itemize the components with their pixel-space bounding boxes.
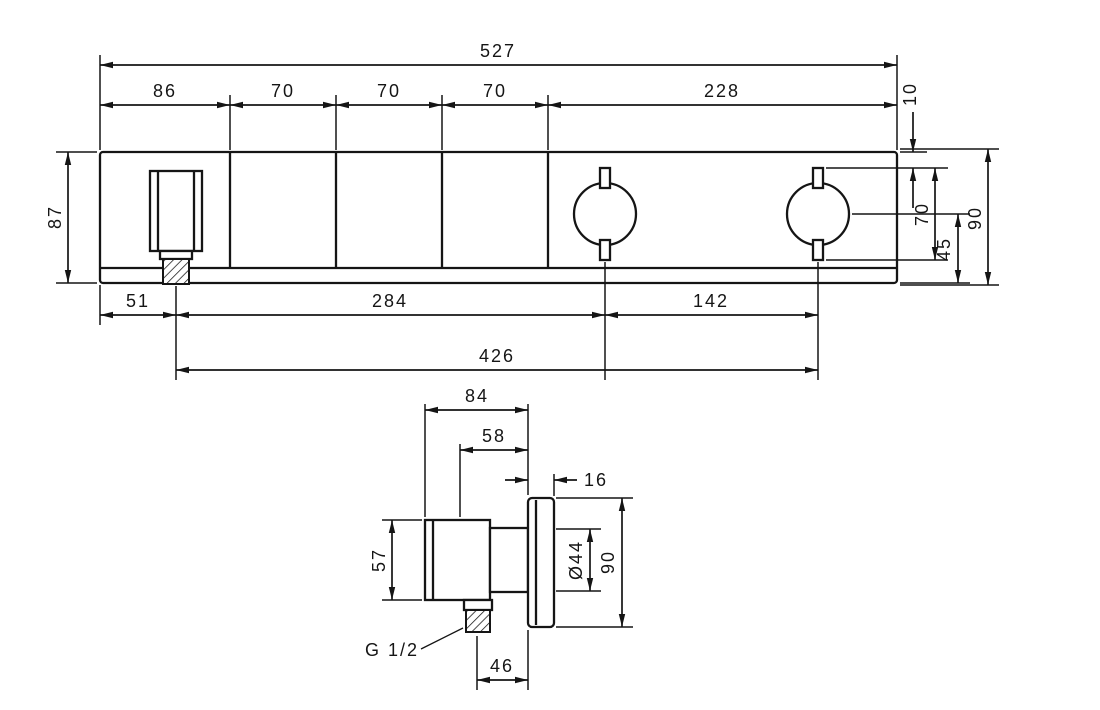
dim-label-center-to-bottom: 45 bbox=[934, 237, 954, 261]
wall-plate bbox=[526, 496, 556, 629]
handle-right-tab-bottom bbox=[811, 238, 825, 262]
side-spout bbox=[462, 598, 494, 633]
dim-bottom-row: 51 284 142 426 bbox=[99, 262, 819, 380]
dim-label-handle-to-handle: 142 bbox=[693, 291, 729, 311]
dim-total-depth: 84 bbox=[424, 386, 529, 517]
dim-edge-to-handle-top: 10 bbox=[826, 82, 948, 208]
handle-left-tab-bottom bbox=[598, 238, 612, 262]
dim-spout-to-wall: 46 bbox=[476, 630, 529, 690]
side-spout-neck bbox=[462, 598, 494, 612]
aerator-hatch bbox=[162, 258, 190, 285]
front-view: 527 86 70 70 70 228 87 bbox=[45, 41, 999, 380]
dim-label-spout-to-handle: 284 bbox=[372, 291, 408, 311]
dim-label-handle-diameter: Ø44 bbox=[566, 540, 586, 580]
dim-label-overall-height: 90 bbox=[965, 206, 985, 230]
dim-label-plate-height: 90 bbox=[598, 550, 618, 574]
spout-neck bbox=[158, 249, 194, 261]
panel-face bbox=[98, 150, 899, 285]
dim-label-total-depth: 84 bbox=[465, 386, 489, 406]
handle-right bbox=[785, 166, 851, 262]
dim-label-plate-thickness: 16 bbox=[584, 470, 608, 490]
handle-left-knob bbox=[572, 181, 638, 247]
handle-left bbox=[572, 166, 638, 262]
handle-right-knob bbox=[785, 181, 851, 247]
dim-label-spout-to-wall: 46 bbox=[490, 656, 514, 676]
dim-body-height: 57 bbox=[369, 519, 422, 601]
dim-segment-row: 86 70 70 70 228 bbox=[100, 81, 897, 150]
valve-connector bbox=[488, 526, 530, 594]
dim-label-seg-2: 70 bbox=[271, 81, 295, 101]
dim-overall-height: 90 bbox=[900, 148, 999, 286]
wall-plate-profile bbox=[526, 496, 556, 629]
thread-callout: G 1/2 bbox=[365, 627, 464, 660]
side-aerator-hatch bbox=[465, 609, 491, 633]
dim-label-seg-3: 70 bbox=[377, 81, 401, 101]
dim-label-spout-to-last-handle: 426 bbox=[479, 346, 515, 366]
dim-body-depth: 58 bbox=[459, 426, 528, 517]
handle-left-tab-top bbox=[598, 166, 612, 190]
dim-label-seg-1: 86 bbox=[153, 81, 177, 101]
dim-center-to-bottom: 45 bbox=[852, 213, 970, 284]
dim-panel-height: 87 bbox=[45, 151, 97, 284]
handle-right-tab-top bbox=[811, 166, 825, 190]
dim-label-total-width: 527 bbox=[480, 41, 516, 61]
dim-handle-diameter: Ø44 bbox=[556, 528, 601, 592]
dim-label-seg-4: 70 bbox=[483, 81, 507, 101]
dim-label-body-height: 57 bbox=[369, 548, 389, 572]
panel-outline bbox=[98, 150, 899, 285]
dim-plate-height: 90 bbox=[556, 497, 633, 628]
dim-label-edge-to-spout: 51 bbox=[126, 291, 150, 311]
dim-plate-thickness: 16 bbox=[505, 470, 608, 496]
valve-body bbox=[423, 518, 530, 602]
valve-body-block bbox=[423, 518, 492, 602]
dim-label-body-depth: 58 bbox=[482, 426, 506, 446]
dim-label-panel-height: 87 bbox=[45, 205, 65, 229]
dim-label-seg-5: 228 bbox=[704, 81, 740, 101]
side-view: 84 58 16 57 Ø44 bbox=[365, 386, 633, 690]
dim-label-edge-to-handle-top: 10 bbox=[900, 82, 920, 106]
spout bbox=[148, 169, 204, 285]
thread-label: G 1/2 bbox=[365, 640, 419, 660]
